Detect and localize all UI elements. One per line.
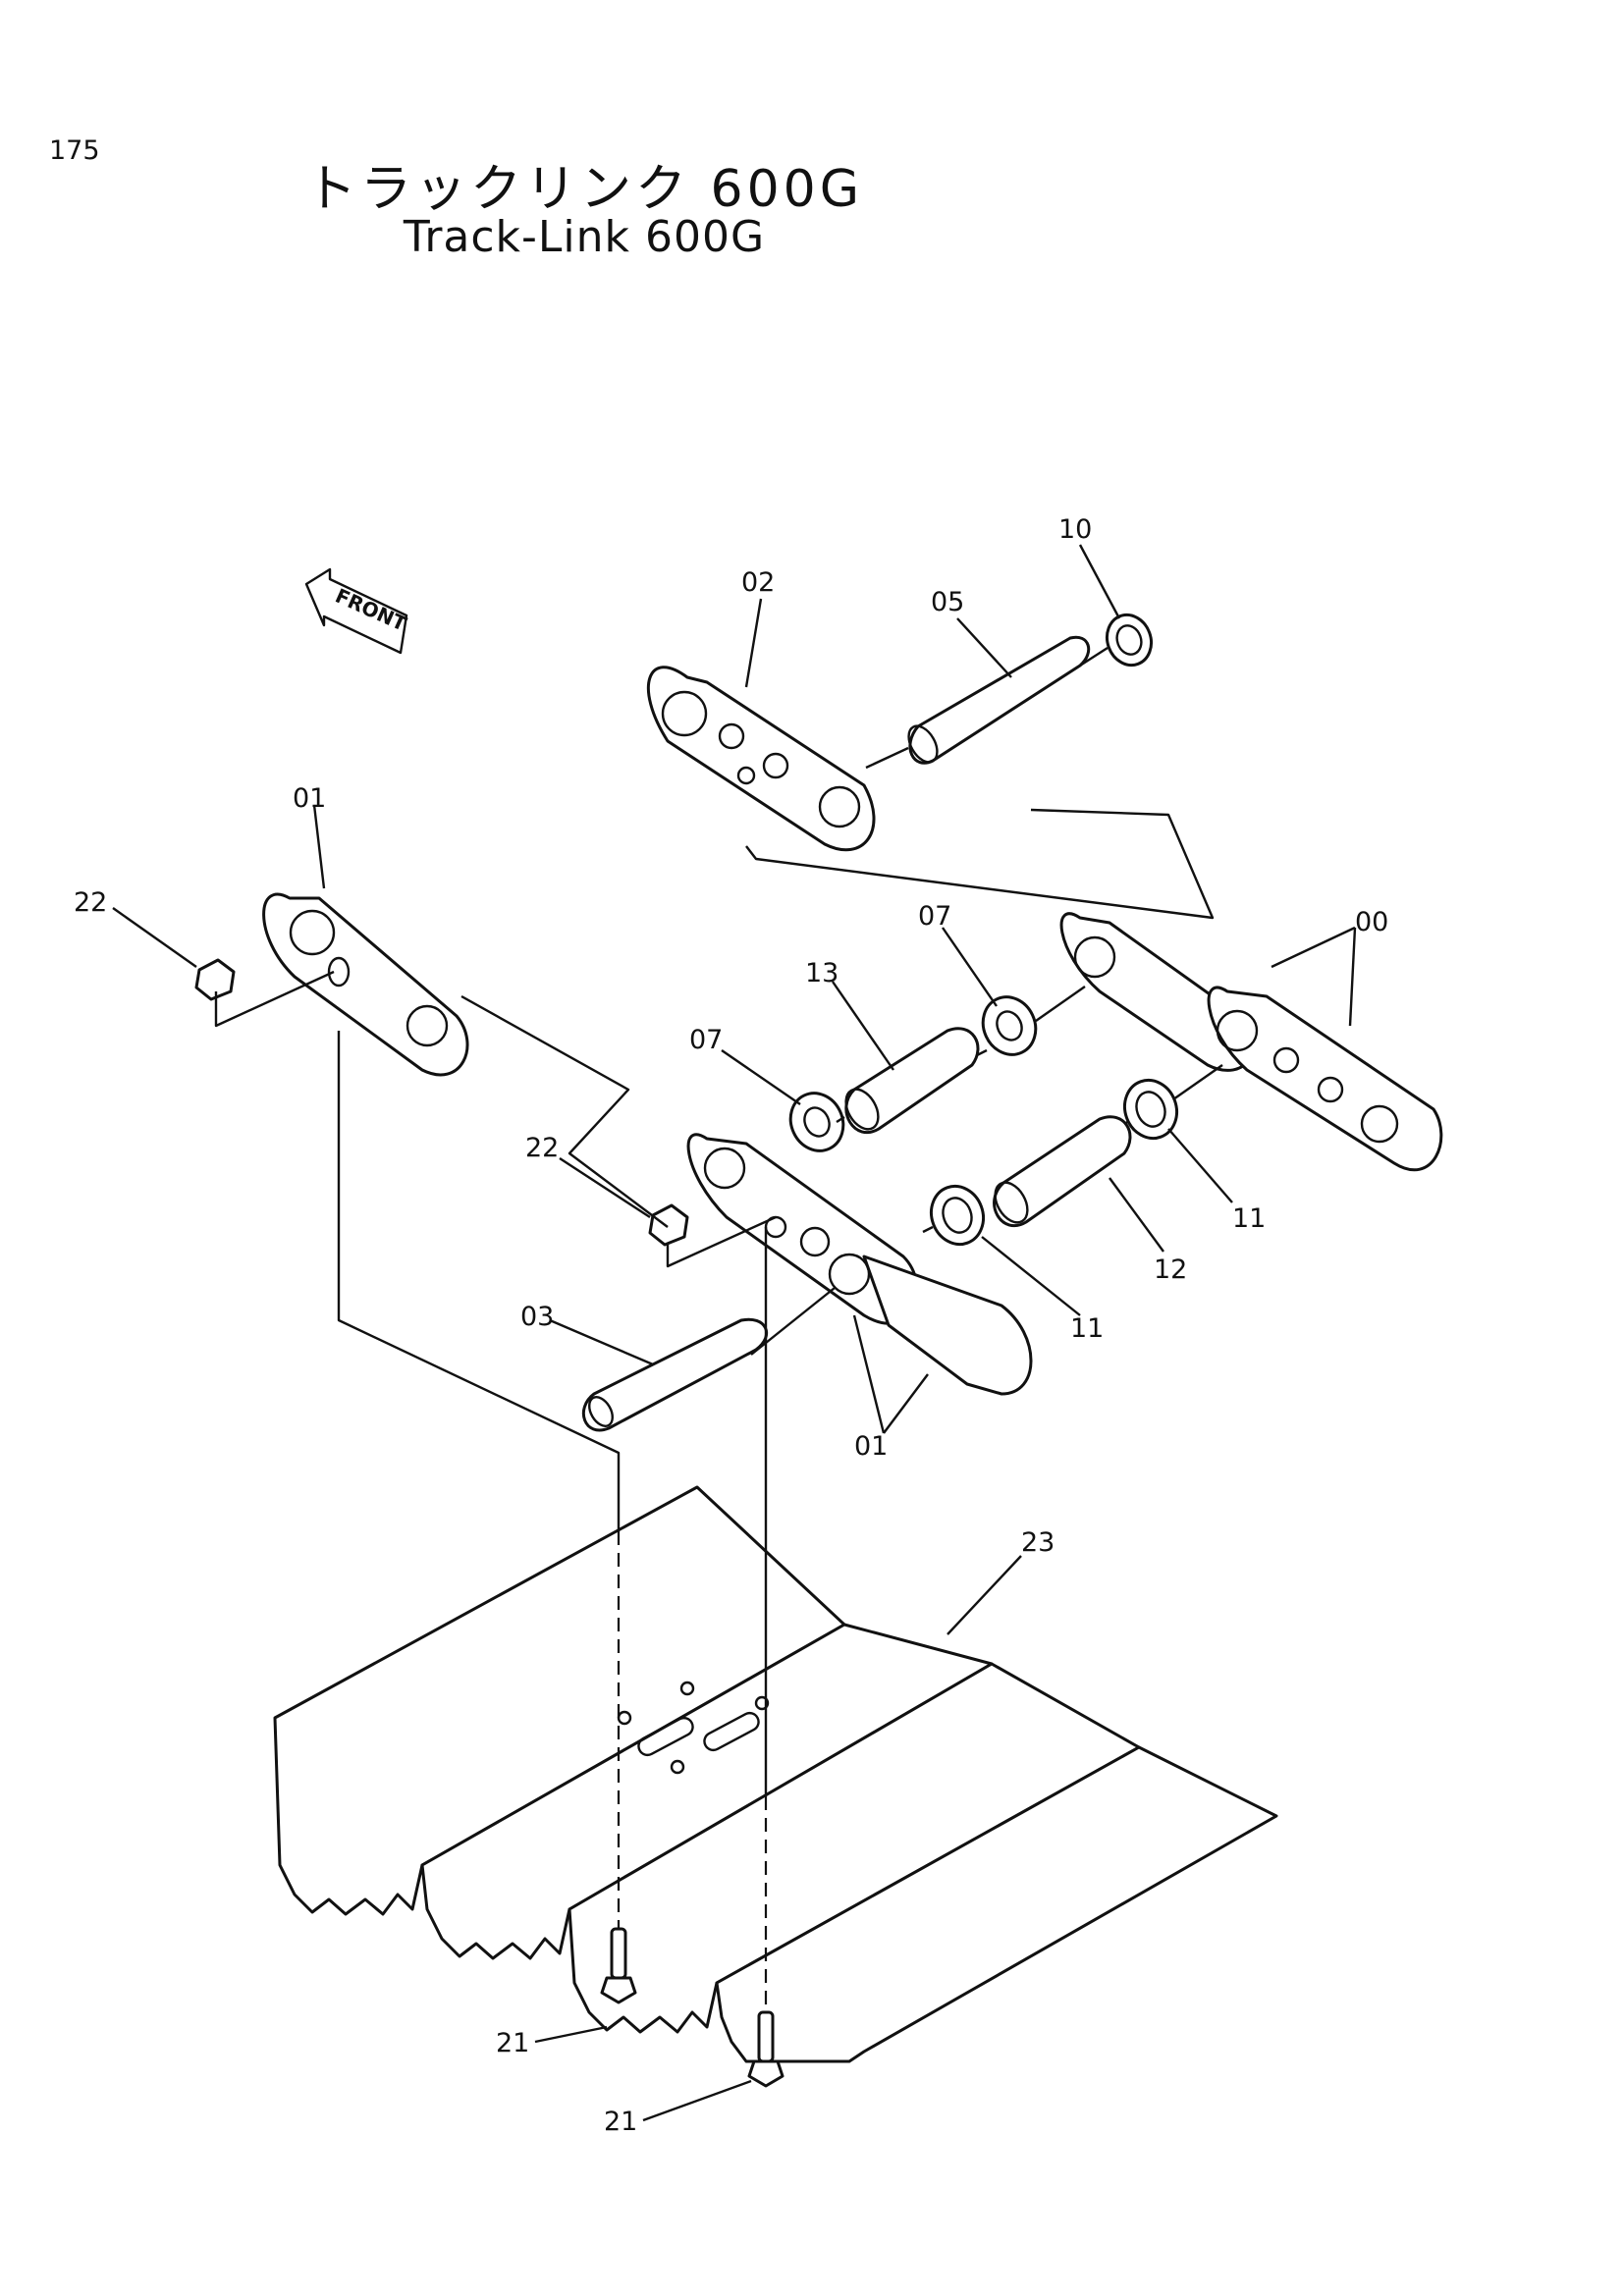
shoe-bolt-hole <box>754 1695 770 1711</box>
seal-11-b-inner <box>1135 1091 1166 1128</box>
callout-12: 12 <box>1154 1255 1187 1285</box>
callout-07-upper: 07 <box>918 901 951 932</box>
front-arrow-label: FRONT <box>332 584 410 636</box>
shoe-bolt-hole <box>679 1681 695 1696</box>
callout-05: 05 <box>931 587 964 617</box>
snap-ring-10-inner <box>1115 624 1143 656</box>
callout-03: 03 <box>520 1302 554 1332</box>
bushing-12 <box>993 1115 1132 1228</box>
spacer-07-b <box>981 995 1038 1056</box>
callout-13: 13 <box>805 958 839 988</box>
seal-11-a-inner <box>942 1197 973 1234</box>
spacer-07-a-inner <box>803 1106 831 1138</box>
snap-ring-10 <box>1105 613 1154 667</box>
callout-22-lower: 22 <box>525 1133 559 1163</box>
callout-21-lower: 21 <box>604 2107 637 2137</box>
callout-11-left: 11 <box>1070 1313 1104 1344</box>
bushing-13 <box>844 1027 980 1135</box>
seal-11-b <box>1123 1078 1178 1141</box>
nut-22-lower <box>648 1203 689 1247</box>
leader-lines <box>112 544 1357 2122</box>
track-shoe-4 <box>715 1745 1278 2063</box>
master-pin-05 <box>907 635 1091 765</box>
shoe-slot <box>637 1716 694 1757</box>
callout-21-upper: 21 <box>496 2028 529 2058</box>
callout-23: 23 <box>1021 1527 1055 1558</box>
shoe-slot <box>703 1711 760 1752</box>
page-number: 175 <box>49 135 100 166</box>
callout-10: 10 <box>1058 514 1092 545</box>
shoe-bolt-hole <box>670 1759 685 1775</box>
front-arrow-icon: FRONT <box>304 567 410 655</box>
track-pin-03 <box>581 1317 769 1432</box>
callout-00: 00 <box>1355 907 1388 937</box>
callout-07-lower: 07 <box>689 1025 723 1055</box>
spacer-07-b-inner <box>996 1010 1023 1041</box>
track-shoe-assembly <box>273 1485 1278 2063</box>
title-japanese: トラックリンク 600G <box>304 160 864 219</box>
seal-11-a <box>930 1184 985 1247</box>
callout-labels: 10 05 02 01 22 07 00 13 07 22 11 12 11 0… <box>74 514 1388 2137</box>
track-link-01-upper <box>262 892 469 1077</box>
title-english: Track-Link 600G <box>403 212 766 262</box>
shoe-bolt-21-b <box>747 2010 784 2088</box>
callout-01-lower: 01 <box>854 1431 888 1462</box>
spacer-07-a <box>788 1092 845 1152</box>
shoe-bolt-21-a <box>600 1927 637 2004</box>
master-link-02 <box>646 666 876 852</box>
track-link-01-lower <box>686 1133 1033 1396</box>
track-link-assembly-00 <box>1059 912 1443 1172</box>
assembly-guide-lines <box>214 646 1223 2012</box>
callout-02: 02 <box>741 567 775 598</box>
nut-22-upper <box>194 958 236 1001</box>
callout-22-upper: 22 <box>74 887 107 918</box>
callout-01-upper: 01 <box>293 783 326 814</box>
callout-11-right: 11 <box>1232 1203 1266 1234</box>
